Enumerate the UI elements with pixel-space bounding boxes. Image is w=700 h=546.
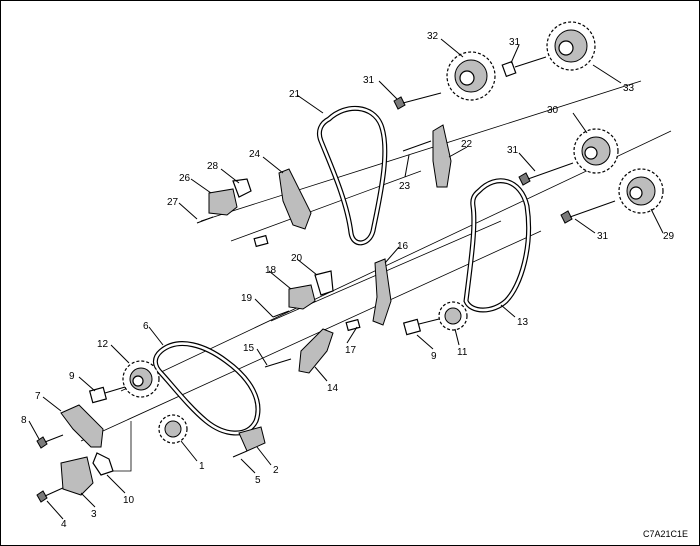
tensioner-shoe-28	[232, 178, 252, 198]
chain-guide-16	[372, 258, 392, 326]
lower-timing-chain	[152, 341, 261, 436]
crankshaft-sprocket-1	[158, 414, 188, 444]
callout-31-c: 31	[507, 145, 519, 156]
camshaft-sprocket-29	[618, 168, 664, 214]
tensioner-18	[288, 284, 316, 310]
callout-24: 24	[249, 149, 261, 160]
callout-11: 11	[457, 347, 468, 358]
tensioner-3	[60, 456, 94, 496]
chain-guide-22	[432, 124, 452, 188]
callout-29: 29	[663, 231, 675, 242]
callout-12: 12	[97, 339, 109, 350]
chain-guide-14	[298, 328, 334, 374]
callout-33: 33	[623, 83, 635, 94]
callout-labels: 1 2 3 4 5 6 7 8 9 9 10 11 12 13 14 15 16…	[21, 31, 688, 539]
callout-1: 1	[199, 461, 205, 472]
chain-guide-7	[60, 404, 104, 448]
callout-4: 4	[61, 519, 67, 530]
callout-5: 5	[255, 475, 261, 486]
tensioner-26	[208, 188, 238, 216]
callout-32: 32	[427, 31, 439, 42]
idler-sprocket-11	[438, 301, 468, 331]
callout-2: 2	[273, 465, 279, 476]
camshaft-sprocket-33	[546, 21, 596, 71]
right-timing-chain	[463, 178, 532, 313]
callout-30: 30	[547, 105, 559, 116]
callout-31-a: 31	[509, 37, 521, 48]
callout-26: 26	[179, 173, 191, 184]
callout-9-upper: 9	[431, 351, 437, 362]
callout-31-d: 31	[597, 231, 609, 242]
callout-20: 20	[291, 253, 303, 264]
callout-13: 13	[517, 317, 529, 328]
callout-27: 27	[167, 197, 179, 208]
callout-6: 6	[143, 321, 149, 332]
callout-7: 7	[35, 391, 41, 402]
callout-28: 28	[207, 161, 219, 172]
tensioner-shoe-10	[92, 452, 114, 476]
tensioner-shoe-20	[314, 270, 334, 296]
callout-19: 19	[241, 293, 253, 304]
callout-9-lower: 9	[69, 371, 75, 382]
callout-31-b: 31	[363, 75, 375, 86]
bolts	[36, 56, 616, 503]
tensioner-2	[238, 426, 266, 452]
idler-sprocket-12	[122, 360, 160, 398]
callout-18: 18	[265, 265, 277, 276]
callout-22: 22	[461, 139, 473, 150]
callout-16: 16	[397, 241, 409, 252]
callout-17: 17	[345, 345, 357, 356]
callout-14: 14	[327, 383, 339, 394]
callout-21: 21	[289, 89, 301, 100]
callout-10: 10	[123, 495, 135, 506]
figure-code: C7A21C1E	[643, 529, 688, 539]
callout-15: 15	[243, 343, 255, 354]
callout-3: 3	[91, 509, 97, 520]
callout-23: 23	[399, 181, 411, 192]
callout-8: 8	[21, 415, 27, 426]
chain-guide-24	[278, 168, 312, 230]
camshaft-sprocket-32	[446, 51, 496, 101]
camshaft-sprocket-30	[573, 128, 619, 174]
upper-timing-chain	[316, 105, 388, 246]
leader-lines	[28, 38, 664, 520]
